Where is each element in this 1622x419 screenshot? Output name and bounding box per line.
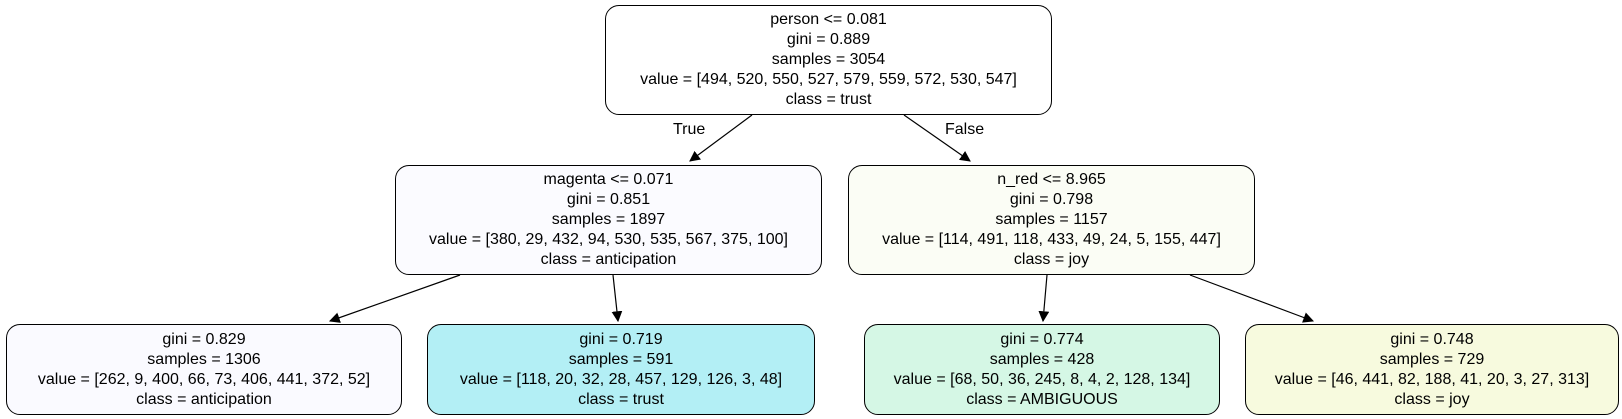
gini-value: gini = 0.748 bbox=[1390, 330, 1474, 348]
gini-value: gini = 0.798 bbox=[1009, 191, 1094, 208]
sample-count: samples = 729 bbox=[1379, 350, 1485, 368]
edge-label-true: True bbox=[673, 121, 706, 138]
value-array: value = [46, 441, 82, 188, 41, 20, 3, 27… bbox=[1274, 370, 1590, 388]
edge-root-right bbox=[903, 114, 971, 162]
split-condition: n_red <= 8.965 bbox=[997, 171, 1106, 188]
value-array: value = [114, 491, 118, 433, 49, 24, 5, … bbox=[882, 231, 1221, 248]
node-leaf-right-right: gini = 0.748 samples = 729 value = [46, … bbox=[1245, 324, 1619, 415]
value-array: value = [262, 9, 400, 66, 73, 406, 441, … bbox=[37, 370, 371, 388]
class-label: class = AMBIGUOUS bbox=[966, 390, 1118, 408]
split-condition: person <= 0.081 bbox=[770, 11, 887, 28]
class-label: class = trust bbox=[578, 390, 664, 408]
gini-value: gini = 0.851 bbox=[566, 191, 651, 208]
value-array: value = [494, 520, 550, 527, 579, 559, 5… bbox=[640, 71, 1017, 88]
sample-count: samples = 1157 bbox=[995, 211, 1108, 228]
class-label: class = trust bbox=[785, 91, 872, 108]
node-leaf-left-left: gini = 0.829 samples = 1306 value = [262… bbox=[6, 324, 402, 415]
node-right: n_red <= 8.965 gini = 0.798 samples = 11… bbox=[848, 165, 1255, 275]
gini-value: gini = 0.719 bbox=[579, 330, 663, 348]
class-label: class = joy bbox=[1394, 390, 1470, 408]
sample-count: samples = 428 bbox=[989, 350, 1095, 368]
class-label: class = joy bbox=[1013, 251, 1090, 268]
class-label: class = anticipation bbox=[136, 390, 272, 408]
value-array: value = [118, 20, 32, 28, 457, 129, 126,… bbox=[459, 370, 783, 388]
node-leaf-right-left: gini = 0.774 samples = 428 value = [68, … bbox=[864, 324, 1220, 415]
split-condition: magenta <= 0.071 bbox=[543, 171, 674, 188]
edge-left-leaf-lr bbox=[611, 274, 623, 323]
edge-right-leaf-rr bbox=[1189, 274, 1315, 323]
edge-root-left bbox=[689, 114, 753, 162]
gini-value: gini = 0.829 bbox=[162, 330, 246, 348]
node-root: person <= 0.081 gini = 0.889 samples = 3… bbox=[605, 5, 1052, 115]
edge-label-false: False bbox=[945, 121, 985, 138]
class-label: class = anticipation bbox=[540, 251, 677, 268]
sample-count: samples = 1306 bbox=[147, 350, 261, 368]
value-array: value = [68, 50, 36, 245, 8, 4, 2, 128, … bbox=[893, 370, 1191, 388]
node-leaf-left-right: gini = 0.719 samples = 591 value = [118,… bbox=[427, 324, 815, 415]
gini-value: gini = 0.889 bbox=[786, 31, 871, 48]
sample-count: samples = 1897 bbox=[551, 211, 666, 228]
edge-right-leaf-rl bbox=[1038, 274, 1050, 323]
value-array: value = [380, 29, 432, 94, 530, 535, 567… bbox=[429, 231, 788, 248]
edge-left-leaf-ll bbox=[328, 274, 461, 323]
sample-count: samples = 3054 bbox=[771, 51, 886, 68]
node-left: magenta <= 0.071 gini = 0.851 samples = … bbox=[395, 165, 822, 275]
gini-value: gini = 0.774 bbox=[1000, 330, 1084, 348]
sample-count: samples = 591 bbox=[568, 350, 674, 368]
